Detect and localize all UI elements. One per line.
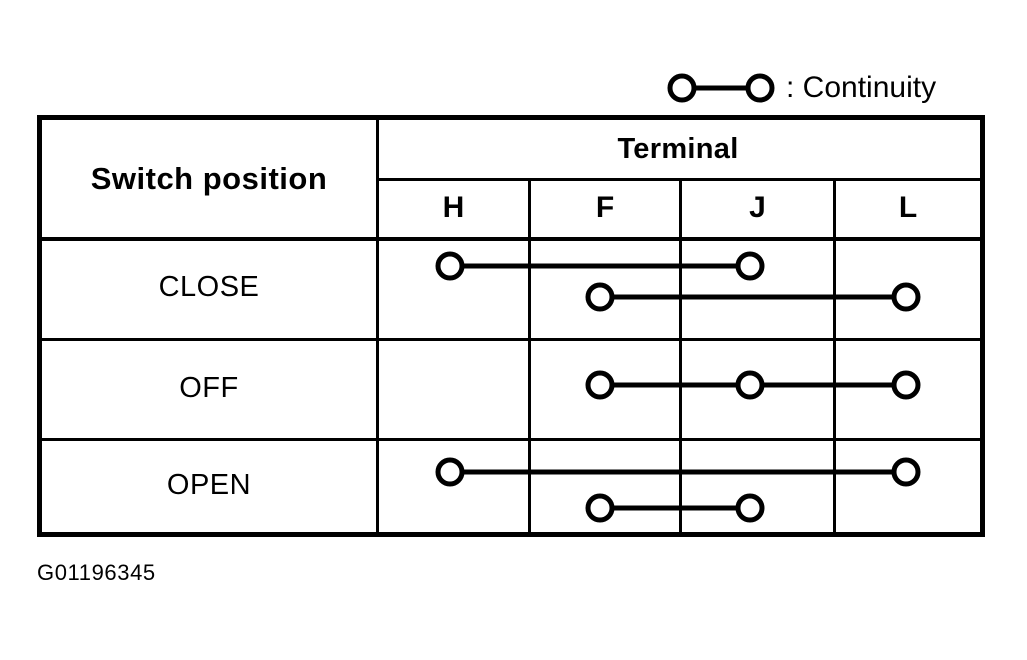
legend-label: : Continuity — [786, 71, 937, 104]
row-divider-terminal-letters — [376, 178, 980, 181]
continuity-table: Switch position Terminal H F J L CLOSE O… — [37, 115, 985, 537]
legend: : Continuity — [660, 66, 936, 110]
column-divider-j-l — [833, 178, 836, 532]
row-label-close: CLOSE — [158, 271, 260, 303]
row-label-open: OPEN — [166, 468, 252, 501]
header-terminal-f: F — [595, 190, 615, 224]
header-terminal-l: L — [898, 190, 918, 224]
header-terminal-group: Terminal — [617, 132, 739, 165]
continuity-symbol-icon — [667, 73, 775, 103]
figure-caption: G01196345 — [37, 560, 156, 585]
row-divider-off-open — [42, 438, 980, 441]
header-terminal-j: J — [749, 190, 766, 224]
header-switch-position: Switch position — [90, 160, 328, 196]
column-divider-h-f — [528, 178, 531, 532]
row-label-off: OFF — [179, 371, 239, 404]
column-divider-switch-h — [376, 120, 379, 532]
header-terminal-h: H — [442, 190, 465, 224]
row-divider-header-close — [42, 237, 980, 241]
column-divider-f-j — [679, 178, 682, 532]
row-divider-close-off — [42, 338, 980, 341]
